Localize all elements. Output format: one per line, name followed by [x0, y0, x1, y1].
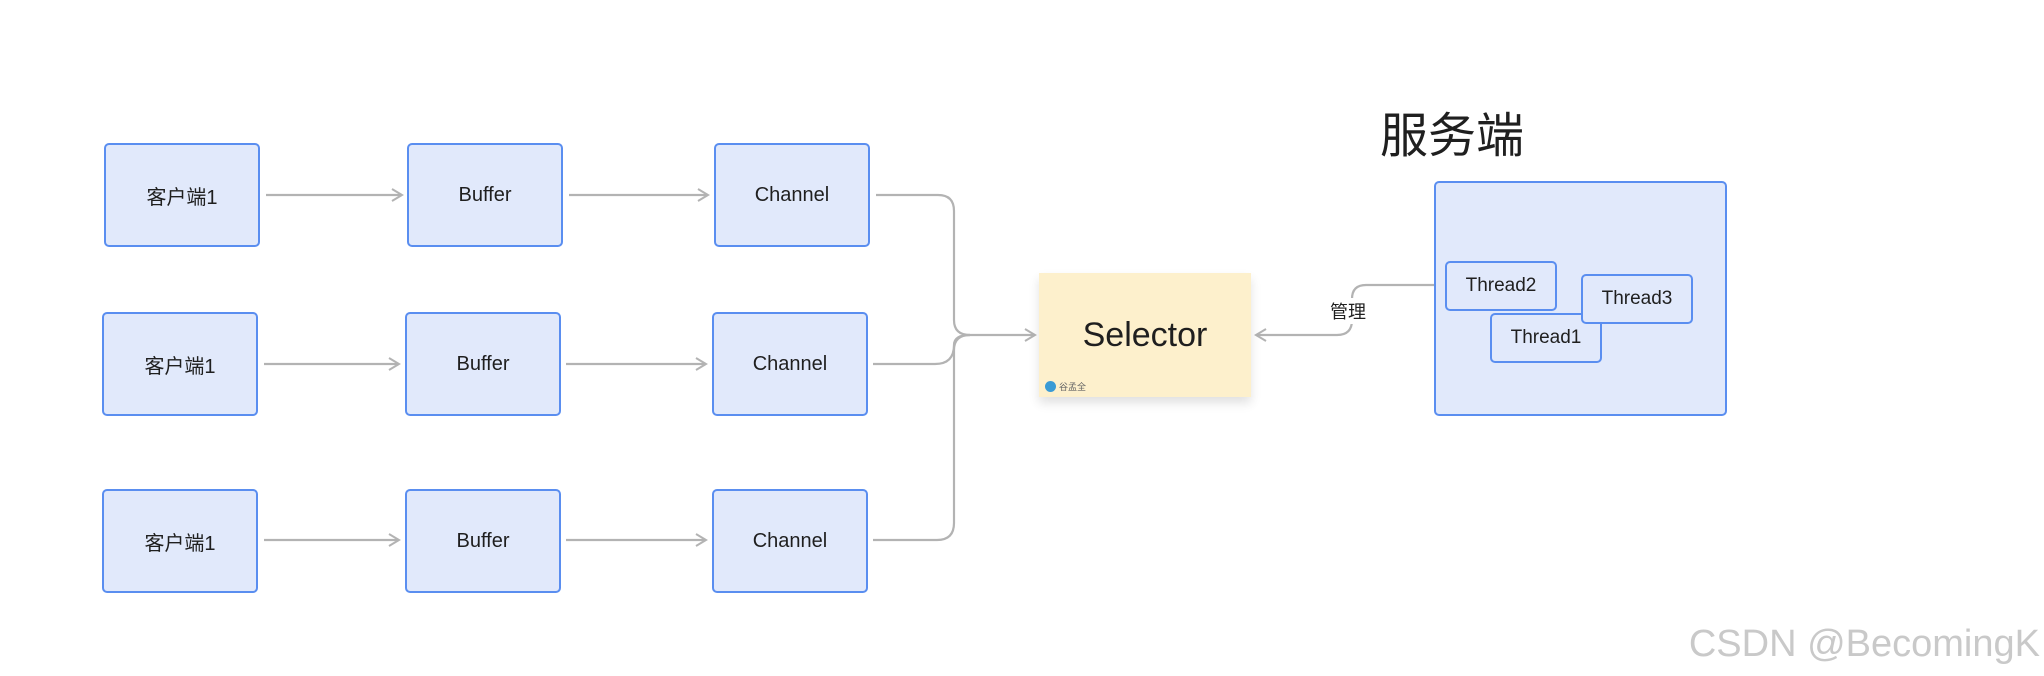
buffer-label: Buffer [456, 529, 510, 552]
avatar [1045, 381, 1056, 392]
channel-node-3[interactable]: Channel [712, 489, 868, 593]
thread-label: Thread3 [1601, 288, 1673, 309]
server-container[interactable]: Thread2 Thread1 Thread3 [1434, 181, 1727, 416]
sticky-author: 谷孟全 [1045, 380, 1086, 393]
server-title: 服务端 [1380, 108, 1525, 164]
client-label: 客户端1 [146, 186, 218, 209]
channel-node-2[interactable]: Channel [712, 312, 868, 416]
thread-label: Thread1 [1510, 327, 1582, 348]
buffer-node-3[interactable]: Buffer [405, 489, 561, 593]
thread-node-2[interactable]: Thread2 [1445, 261, 1557, 311]
buffer-label: Buffer [456, 352, 510, 375]
client-node-2[interactable]: 客户端1 [102, 312, 258, 416]
selector-label: Selector [1082, 315, 1208, 354]
channel-label: Channel [754, 183, 830, 206]
channel-label: Channel [752, 352, 828, 375]
buffer-label: Buffer [458, 183, 512, 206]
channel-node-1[interactable]: Channel [714, 143, 870, 247]
client-node-1[interactable]: 客户端1 [104, 143, 260, 247]
sticky-author-name: 谷孟全 [1059, 382, 1087, 392]
edge-channel3-selector [873, 333, 971, 542]
edge-channel1-selector [876, 193, 1037, 342]
channel-label: Channel [752, 529, 828, 552]
buffer-node-2[interactable]: Buffer [405, 312, 561, 416]
edge-channel2-selector [873, 333, 971, 366]
edge-label-manage: 管理 [1328, 298, 1368, 324]
watermark: CSDN @BecomingK [1688, 623, 2040, 665]
client-label: 客户端1 [144, 355, 216, 378]
client-label: 客户端1 [144, 532, 216, 555]
selector-sticky-note[interactable]: Selector 谷孟全 [1039, 273, 1251, 397]
buffer-node-1[interactable]: Buffer [407, 143, 563, 247]
client-node-3[interactable]: 客户端1 [102, 489, 258, 593]
thread-node-3[interactable]: Thread3 [1581, 274, 1693, 324]
thread-label: Thread2 [1465, 275, 1537, 296]
